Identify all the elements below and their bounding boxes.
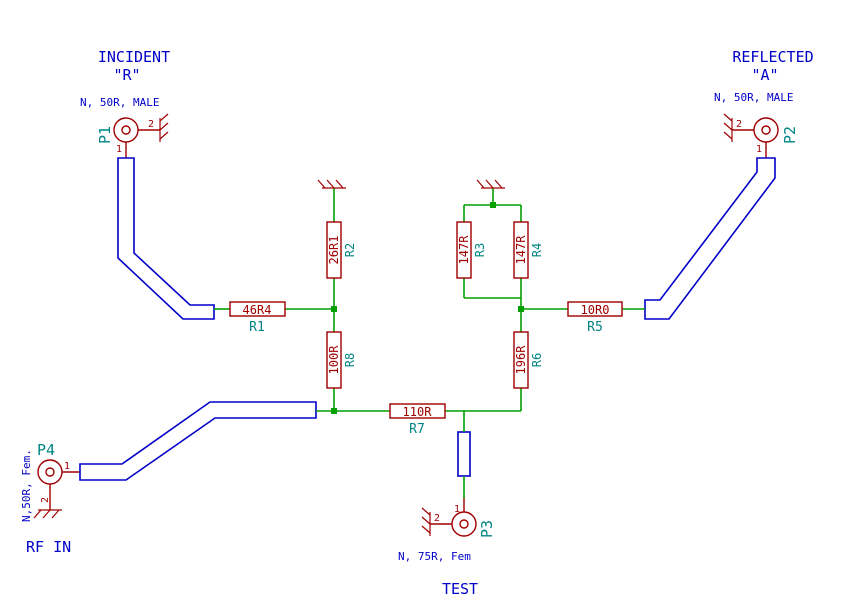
p1-ground-icon [159, 113, 169, 142]
p1-spec: N, 50R, MALE [80, 96, 159, 109]
resistor-r4[interactable]: 147R R4 [513, 221, 544, 279]
resistor-r1[interactable]: 46R4 R1 [229, 301, 286, 335]
r4-value: 147R [514, 235, 528, 265]
resistor-r5[interactable]: 10R0 R5 [567, 301, 623, 335]
connector-p2[interactable]: N, 50R, MALE P2 2 1 [714, 91, 799, 158]
p3-ref: P3 [478, 520, 496, 538]
r1-value: 46R4 [243, 303, 272, 317]
junction-r8-r7 [331, 408, 337, 414]
p4-outer-ring [37, 459, 63, 485]
p3-pin1-number: 1 [454, 504, 460, 515]
r7-ref: R7 [409, 422, 425, 437]
r6-value: 196R [514, 345, 528, 375]
reflected-subtitle: "A" [751, 66, 778, 84]
p2-spec: N, 50R, MALE [714, 91, 793, 104]
p1-pin1-number: 1 [116, 144, 122, 155]
rf-in-label: RF IN [26, 538, 71, 556]
p3-spec: N, 75R, Fem [398, 550, 471, 563]
r2-value: 26R1 [327, 236, 341, 265]
r5-ref: R5 [587, 320, 603, 335]
r7-value: 110R [403, 405, 433, 419]
resistor-r8[interactable]: 100R R8 [326, 331, 357, 389]
r3-ref: R3 [473, 243, 487, 257]
r3-value: 147R [457, 235, 471, 265]
p3-ground-icon [421, 507, 431, 536]
r2-ref: R2 [343, 243, 357, 257]
r1-ref: R1 [249, 320, 265, 335]
p3-outer-ring [451, 511, 477, 537]
p1-pin2-number: 2 [148, 119, 154, 130]
p2-pin1-number: 1 [756, 144, 762, 155]
test-label: TEST [442, 580, 478, 598]
wiring [214, 188, 645, 498]
junction-r1-r2-r8 [331, 306, 337, 312]
r5-value: 10R0 [581, 303, 610, 317]
p4-pin1-number: 1 [64, 461, 70, 472]
junction-r3-r4-ground [490, 202, 496, 208]
microstrip-stub-p3 [457, 431, 471, 477]
r8-value: 100R [327, 345, 341, 375]
p3-center-pin [459, 519, 469, 529]
p2-ground-icon [723, 113, 733, 142]
p2-ref: P2 [781, 126, 799, 144]
junction-r4-r5-r6 [518, 306, 524, 312]
microstrip-p4-r8 [79, 401, 317, 481]
resistor-r7[interactable]: 110R R7 [389, 403, 446, 437]
p1-ref: P1 [96, 126, 114, 144]
p2-pin2-number: 2 [736, 119, 742, 130]
resistor-r6[interactable]: 196R R6 [513, 331, 544, 389]
p4-ref: P4 [37, 441, 55, 459]
p4-ground-icon [33, 509, 62, 519]
reflected-title: REFLECTED [732, 48, 813, 66]
r6-ref: R6 [530, 353, 544, 367]
resistor-r3[interactable]: 147R R3 [456, 221, 487, 279]
ground-icon-r3-r4 [476, 179, 505, 189]
resistor-r2[interactable]: 26R1 R2 [326, 221, 357, 279]
p4-center-pin [45, 467, 55, 477]
connector-p4[interactable]: N,50R, Fem. P4 1 2 [20, 441, 80, 522]
connector-p3[interactable]: N, 75R, Fem P3 1 2 [398, 498, 496, 563]
microstrip-r5-p2 [644, 157, 776, 320]
incident-subtitle: "R" [113, 66, 140, 84]
r4-ref: R4 [530, 243, 544, 257]
p2-outer-ring [753, 117, 779, 143]
p1-center-pin [121, 125, 131, 135]
microstrip-p1-r1 [117, 157, 215, 320]
p1-outer-ring [113, 117, 139, 143]
p3-pin2-number: 2 [434, 513, 440, 524]
p4-pin2-number: 2 [40, 497, 51, 503]
r8-ref: R8 [343, 353, 357, 367]
p2-center-pin [761, 125, 771, 135]
ground-icon-r2 [317, 179, 346, 189]
incident-title: INCIDENT [98, 48, 170, 66]
p4-spec: N,50R, Fem. [20, 449, 33, 522]
connector-p1[interactable]: N, 50R, MALE P1 2 1 [80, 96, 169, 158]
